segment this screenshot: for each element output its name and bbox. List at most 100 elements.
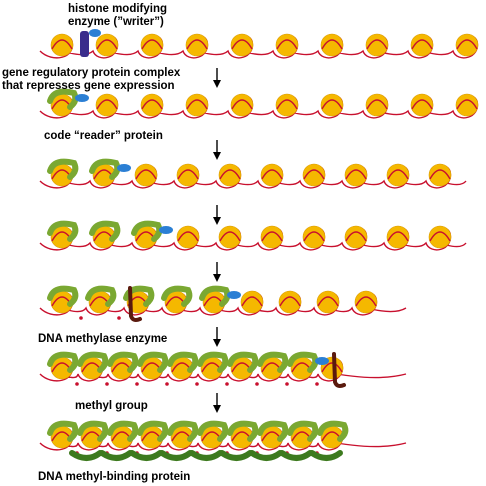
nucleosome	[275, 33, 299, 57]
methyl-mark	[79, 316, 83, 320]
methyl-mark	[255, 382, 259, 386]
nucleosome	[230, 33, 254, 57]
dna-wrap	[141, 99, 163, 110]
nucleosome	[95, 93, 119, 117]
down-arrow-head	[213, 274, 221, 282]
writer-enzyme	[89, 29, 101, 37]
dna-wrap	[241, 296, 263, 307]
dna-wrap	[321, 39, 343, 50]
repressor-label-line2: that represses gene expression	[2, 80, 175, 92]
nucleosome	[320, 93, 344, 117]
nucleosome	[185, 93, 209, 117]
stage-5	[39, 285, 407, 322]
repressor-label-line1: gene regulatory protein complex	[2, 67, 181, 79]
down-arrow-head	[213, 405, 221, 413]
nucleosome	[455, 93, 479, 117]
writer-enzyme	[117, 164, 131, 172]
reader-protein	[47, 220, 79, 242]
down-arrow-head	[213, 217, 221, 225]
reader-protein	[287, 420, 319, 442]
reader-protein	[47, 158, 79, 180]
nucleosome	[278, 290, 302, 314]
reader-protein	[89, 158, 121, 180]
dna-wrap	[345, 231, 367, 242]
stage-4	[39, 220, 467, 251]
nucleosome	[344, 225, 368, 249]
dna-wrap	[177, 231, 199, 242]
nucleosome	[428, 163, 452, 187]
stage-2	[39, 88, 479, 119]
methyl-mark	[285, 382, 289, 386]
methyl-mark	[75, 382, 79, 386]
writer-label-line2: enzyme (”writer”)	[68, 16, 164, 28]
dna-wrap	[456, 99, 478, 110]
reader-protein	[107, 420, 139, 442]
nucleosome	[410, 33, 434, 57]
dna-wrap	[135, 169, 157, 180]
nucleosome	[95, 33, 119, 57]
reader-protein	[77, 420, 109, 442]
reader-protein	[77, 351, 109, 373]
dna-wrap	[276, 39, 298, 50]
writer-enzyme	[75, 94, 89, 102]
reader-protein	[199, 285, 231, 307]
reader-protein	[257, 351, 289, 373]
nucleosome	[316, 290, 340, 314]
dna-wrap	[321, 99, 343, 110]
dna-wrap	[303, 231, 325, 242]
reader-protein	[137, 351, 169, 373]
writer-label-line1: histone modifying	[68, 3, 168, 15]
dna-wrap	[321, 362, 343, 373]
reader-protein	[137, 420, 169, 442]
stage-3	[39, 158, 467, 189]
nucleosome	[140, 93, 164, 117]
nucleosome	[260, 163, 284, 187]
dna-wrap	[317, 296, 339, 307]
nucleosome	[344, 163, 368, 187]
dna-wrap	[261, 169, 283, 180]
stage-1	[39, 29, 479, 59]
dna-wrap	[411, 99, 433, 110]
dna-wrap	[231, 99, 253, 110]
dna-wrap	[366, 39, 388, 50]
methyl-binding-protein	[69, 450, 103, 461]
nucleosome	[386, 225, 410, 249]
dna-wrap	[411, 39, 433, 50]
methylase-label: DNA methylase enzyme	[38, 333, 168, 345]
stage-7	[39, 420, 407, 461]
reader-protein	[161, 285, 193, 307]
reader-protein	[167, 351, 199, 373]
nucleosome	[260, 225, 284, 249]
writer-enzyme	[159, 226, 173, 234]
nucleosome	[365, 93, 389, 117]
methyl-mark	[105, 382, 109, 386]
writer-enzyme	[227, 291, 241, 299]
methyl-binding-protein	[219, 450, 253, 461]
dna-wrap	[345, 169, 367, 180]
reader-label: code “reader” protein	[44, 130, 163, 142]
dna-wrap	[276, 99, 298, 110]
methyl-group-label: methyl group	[75, 400, 148, 412]
nucleosome	[302, 163, 326, 187]
dna-wrap	[355, 296, 377, 307]
methyl-mark	[135, 382, 139, 386]
reader-protein	[47, 88, 79, 110]
nucleosome	[140, 33, 164, 57]
dna-wrap	[387, 169, 409, 180]
dna-wrap	[387, 231, 409, 242]
reader-protein	[167, 420, 199, 442]
down-arrow-head	[213, 339, 221, 347]
nucleosome	[240, 290, 264, 314]
methylase-enzyme	[128, 286, 142, 322]
nucleosome	[218, 163, 242, 187]
nucleosome	[302, 225, 326, 249]
dna-wrap	[186, 99, 208, 110]
reader-protein	[257, 420, 289, 442]
nucleosome	[275, 93, 299, 117]
dna-wrap	[141, 39, 163, 50]
dna-wrap	[429, 231, 451, 242]
methyl-mark	[195, 382, 199, 386]
dna-wrap	[96, 99, 118, 110]
methyl-binding-protein	[129, 450, 163, 461]
